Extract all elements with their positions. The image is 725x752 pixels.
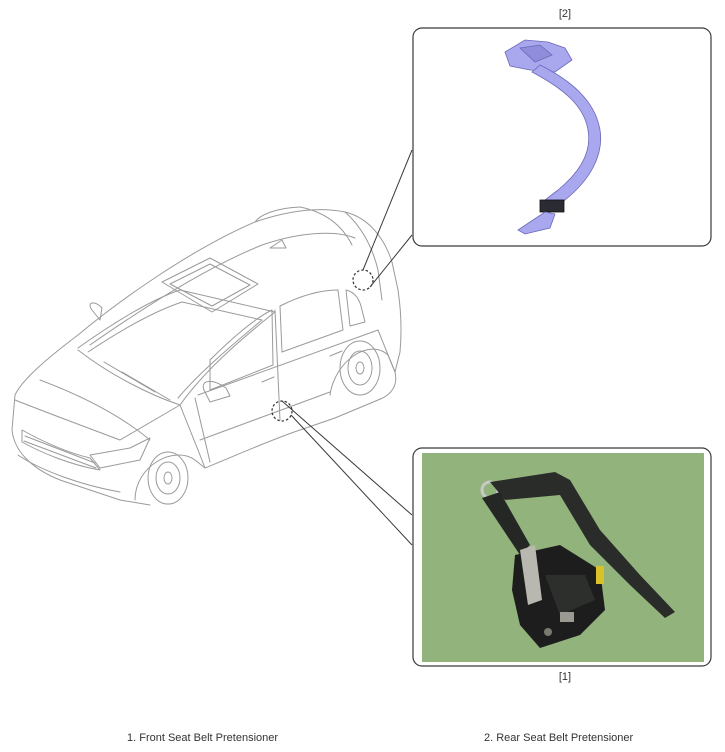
front-seat-belt-part: [480, 472, 675, 648]
legend-rear-seat-belt-pretensioner: 2. Rear Seat Belt Pretensioner: [484, 732, 634, 744]
legend-front-seat-belt-pretensioner: 1. Front Seat Belt Pretensioner: [127, 732, 279, 744]
rear-pretensioner-panel: [412, 27, 712, 247]
front-pretensioner-marker: [271, 400, 293, 422]
front-callout-tag: [1]: [558, 671, 572, 683]
front-pretensioner-panel: [412, 447, 712, 667]
car-illustration: [11, 206, 402, 506]
rear-seat-belt-part: [504, 39, 602, 235]
leader-lines: [281, 149, 413, 546]
rear-callout-tag: [2]: [558, 8, 572, 20]
